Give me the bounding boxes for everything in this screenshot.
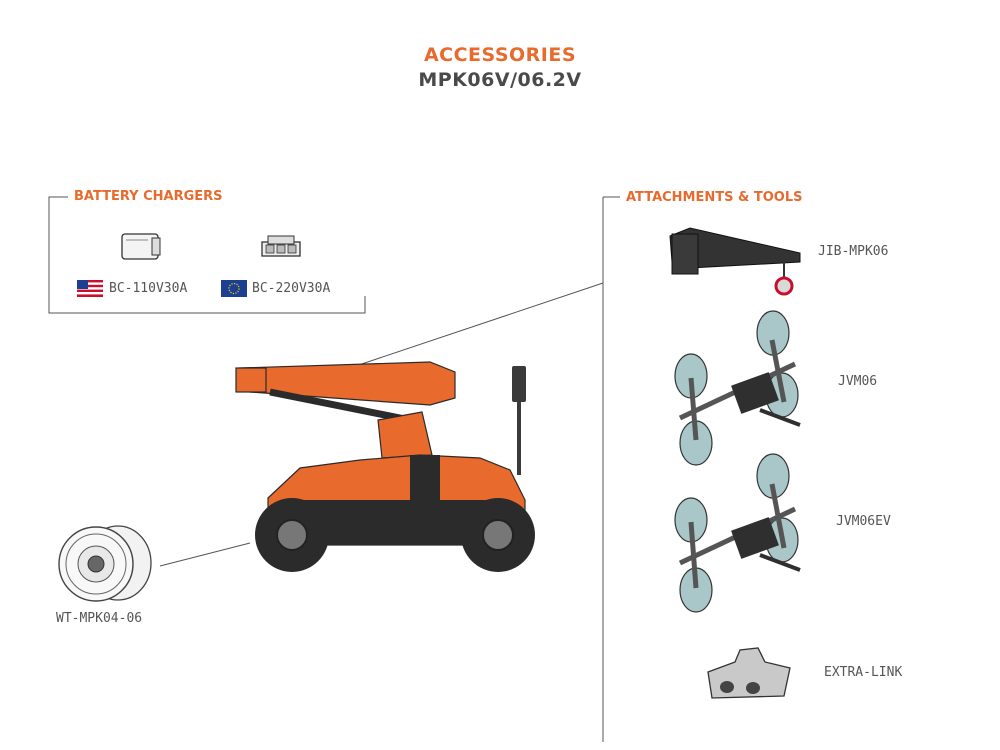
model-subtitle: MPK06V/06.2V xyxy=(418,69,582,91)
charger-220v-label: BC-220V30A xyxy=(252,281,331,296)
wheel-icon xyxy=(58,525,152,602)
jib-label: JIB-MPK06 xyxy=(818,244,889,259)
charger-110v-label: BC-110V30A xyxy=(109,281,188,296)
us-flag-icon xyxy=(77,280,103,297)
crane-machine-illustration xyxy=(235,361,535,572)
jvm06ev-vacuum-lifter-icon xyxy=(674,453,801,613)
extra-link-label: EXTRA-LINK xyxy=(824,665,903,680)
charger-220v-icon xyxy=(261,235,301,257)
page-title: ACCESSORIES xyxy=(423,44,577,66)
jvm06ev-label: JVM06EV xyxy=(836,514,891,529)
attachments-frame xyxy=(602,196,620,742)
wheel-label: WT-MPK04-06 xyxy=(56,611,143,626)
extra-link-icon xyxy=(707,647,791,699)
jvm06-label: JVM06 xyxy=(838,374,878,389)
eu-flag-icon xyxy=(221,280,247,297)
leader-line-wheel xyxy=(159,542,251,567)
jvm06-vacuum-lifter-icon xyxy=(674,310,801,466)
battery-chargers-heading: BATTERY CHARGERS xyxy=(68,189,229,204)
charger-110v-icon xyxy=(121,233,161,260)
jib-attachment-icon xyxy=(669,227,801,296)
attachments-heading: ATTACHMENTS & TOOLS xyxy=(620,190,809,205)
battery-chargers-frame xyxy=(48,196,366,314)
